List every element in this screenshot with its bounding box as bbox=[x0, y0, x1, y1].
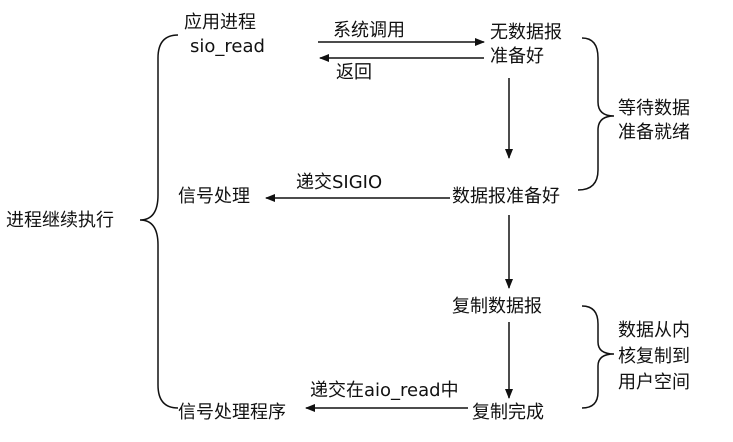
copy-kernel-label-line2: 核复制到 bbox=[618, 346, 690, 367]
no-datagram-label-line1: 无数据报 bbox=[490, 22, 562, 43]
wait-ready-label-line2: 准备就绪 bbox=[618, 122, 690, 143]
signal-handler-label: 信号处理 bbox=[178, 186, 250, 207]
no-datagram-label-line2: 准备好 bbox=[490, 46, 544, 67]
wait-ready-label-line1: 等待数据 bbox=[618, 98, 690, 119]
copy-kernel-brace bbox=[581, 305, 615, 409]
datagram-ready-label: 数据报准备好 bbox=[452, 186, 560, 207]
wait-ready-brace bbox=[577, 37, 615, 191]
signal-handler-program-label: 信号处理程序 bbox=[178, 402, 286, 423]
sio-read-label: sio_read bbox=[190, 36, 265, 57]
process-continues-brace bbox=[139, 34, 179, 409]
deliver-sigio-label: 递交SIGIO bbox=[296, 172, 383, 193]
deliver-aio-read-label: 递交在aio_read中 bbox=[310, 380, 459, 401]
app-process-label: 应用进程 bbox=[184, 12, 256, 33]
copy-kernel-label-line3: 用户空间 bbox=[618, 372, 690, 393]
system-call-label: 系统调用 bbox=[333, 20, 405, 41]
copy-datagram-label: 复制数据报 bbox=[452, 296, 542, 317]
copy-complete-label: 复制完成 bbox=[472, 402, 544, 423]
process-continues-label: 进程继续执行 bbox=[6, 210, 114, 231]
copy-kernel-label-line1: 数据从内 bbox=[618, 320, 690, 341]
return-label: 返回 bbox=[336, 62, 372, 83]
